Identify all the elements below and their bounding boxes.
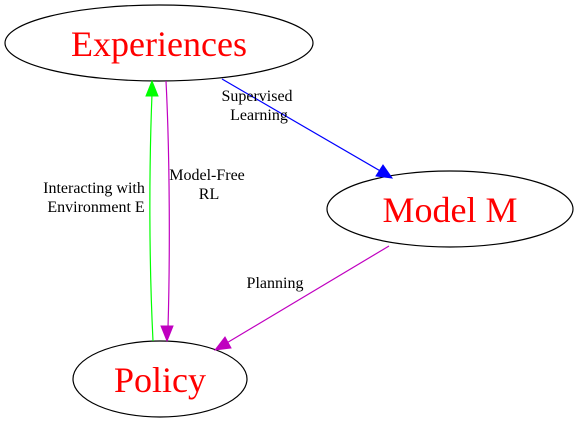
edge-interacting-arrowhead: [145, 79, 159, 97]
edge-planning-line: [224, 245, 390, 345]
node-model-ellipse: [326, 170, 574, 248]
node-experiences-label: Experiences: [71, 24, 247, 64]
node-experiences: Experiences: [4, 4, 314, 82]
node-model: Model M: [326, 170, 574, 248]
edge-planning-label: Planning: [247, 275, 304, 292]
edge-model-free-rl: Model-Free RL: [160, 80, 249, 343]
edge-interacting: Interacting with Environment E: [43, 79, 159, 342]
edge-planning: Planning: [213, 245, 390, 351]
edge-model-free-rl-label-line-2: RL: [199, 186, 219, 203]
edge-supervised-learning-arrowhead: [375, 164, 394, 179]
edge-planning-arrowhead: [213, 336, 232, 351]
edge-planning-label-line-1: Planning: [247, 275, 304, 292]
edge-supervised-learning-label: Supervised Learning: [221, 88, 296, 124]
node-policy-ellipse: [72, 340, 248, 418]
edge-interacting-label-line-2: Environment E: [47, 199, 144, 216]
edge-supervised-learning-line: [221, 78, 383, 173]
edge-supervised-learning-label-line-1: Supervised: [221, 88, 292, 105]
edge-supervised-learning: Supervised Learning: [221, 78, 394, 179]
node-model-label: Model M: [383, 190, 518, 230]
edge-model-free-rl-arrowhead: [160, 325, 174, 343]
edge-interacting-line: [149, 93, 154, 342]
node-policy-label: Policy: [114, 360, 206, 400]
edge-model-free-rl-label: Model-Free RL: [169, 167, 249, 203]
edge-model-free-rl-line: [165, 80, 170, 329]
edge-interacting-label-line-1: Interacting with: [43, 180, 145, 197]
edge-interacting-label: Interacting with Environment E: [43, 180, 149, 216]
node-experiences-ellipse: [4, 4, 314, 82]
node-policy: Policy: [72, 340, 248, 418]
edge-model-free-rl-label-line-1: Model-Free: [169, 167, 245, 184]
edge-supervised-learning-label-line-2: Learning: [230, 107, 288, 124]
